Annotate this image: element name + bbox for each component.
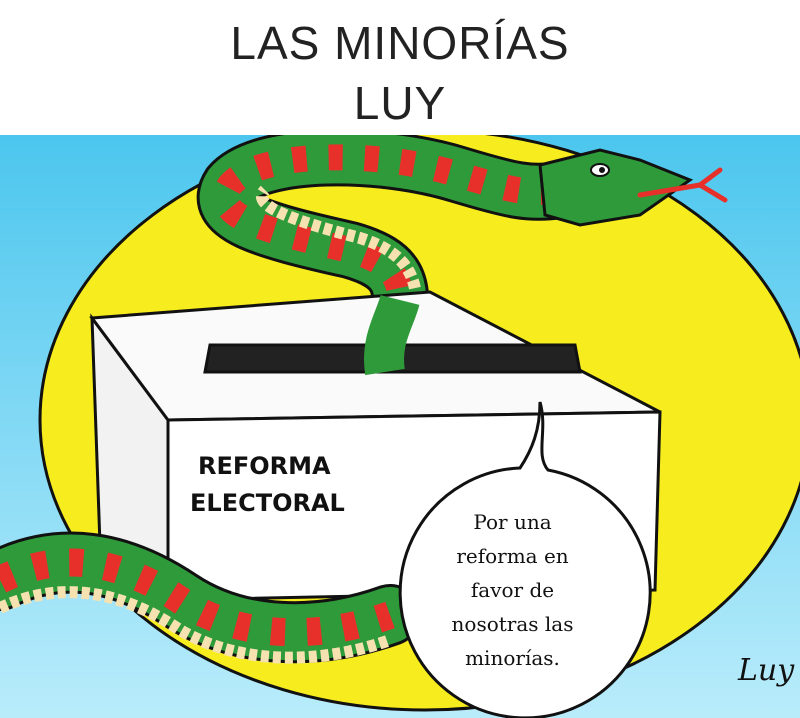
snake-lower — [0, 531, 421, 664]
speech-line: minorías. — [465, 646, 560, 670]
speech-line: favor de — [470, 578, 555, 602]
snake-neck — [364, 294, 420, 376]
signature: Luy — [737, 653, 795, 688]
box-label-line2: ELECTORAL — [190, 489, 345, 517]
speech-line: reforma en — [456, 544, 569, 568]
snake-upper — [196, 135, 589, 389]
speech-text: Por una reforma en favor de nosotras las… — [400, 505, 625, 675]
speech-line: nosotras las — [451, 612, 574, 636]
snake-head — [538, 148, 728, 227]
speech-line: Por una — [473, 510, 552, 534]
box-label-line1: REFORMA — [198, 452, 331, 480]
cartoon-illustration: Luy — [0, 135, 800, 718]
cartoon-title: LAS MINORÍAS — [230, 17, 570, 69]
header: LAS MINORÍAS LUY — [0, 0, 800, 135]
cartoon-author: LUY — [353, 77, 447, 129]
